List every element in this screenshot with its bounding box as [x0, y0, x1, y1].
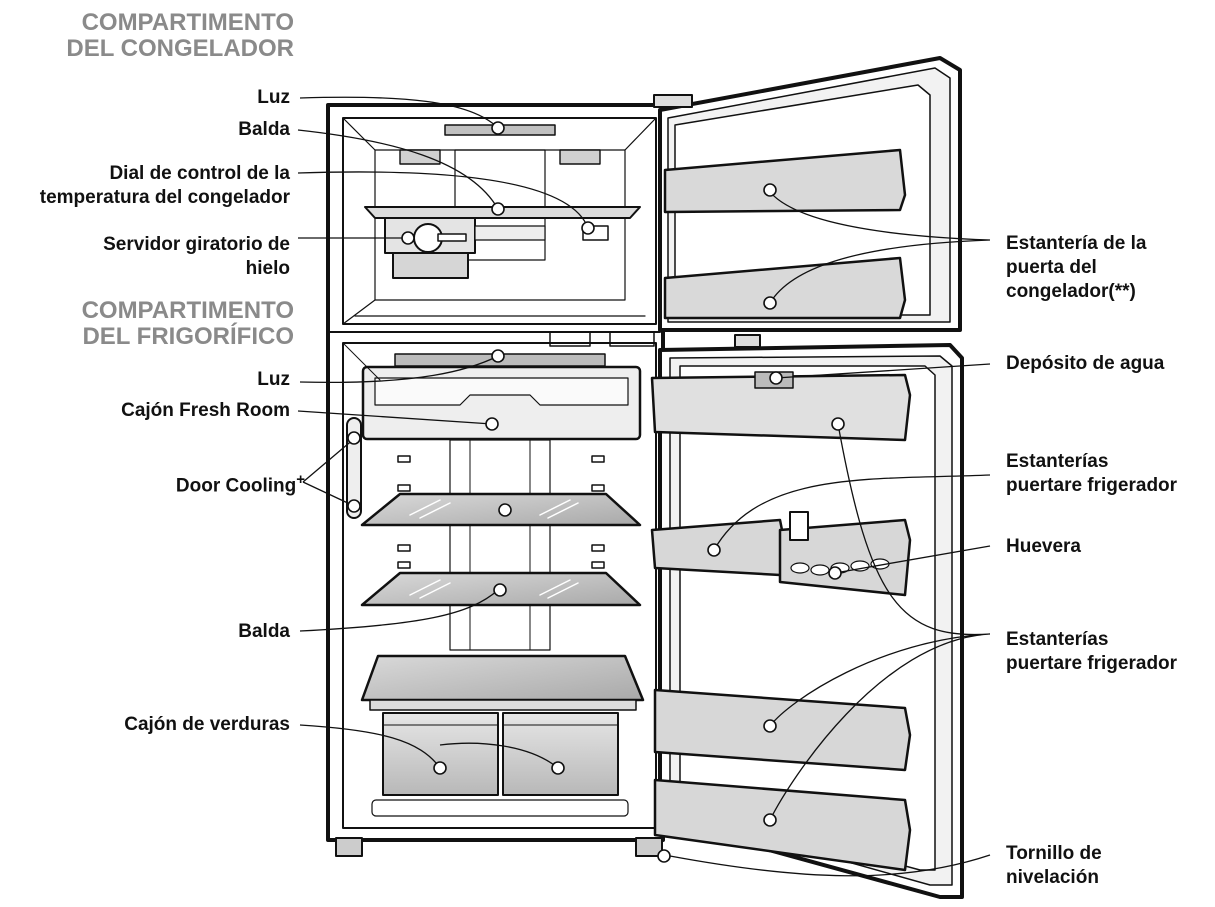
- label-door-cooling: Door Cooling+: [176, 468, 305, 498]
- label-estanteria-congelador-line-2: puerta del: [1006, 257, 1097, 278]
- fridge-section-line-2: DEL FRIGORÍFICO: [82, 323, 294, 350]
- label-servidor-hielo: Servidor giratorio de hielo: [103, 233, 290, 281]
- callout-markers: [347, 121, 845, 863]
- label-dial-line-1: Dial de control de la: [109, 163, 290, 184]
- label-estanteria-congelador-line-1: Estantería de la: [1006, 233, 1147, 254]
- leader-lines: [297, 96, 991, 877]
- label-estanterias-puerta-1: Estanterías puertare frigerador: [1006, 450, 1177, 498]
- label-tornillo-line-2: nivelación: [1006, 867, 1099, 888]
- label-huevera: Huevera: [1006, 536, 1081, 557]
- freezer-section-line-1: COMPARTIMENTO: [81, 9, 294, 36]
- fridge-section-line-1: COMPARTIMENTO: [81, 297, 294, 324]
- label-dial-line-2: temperatura del congelador: [39, 187, 290, 208]
- label-estanterias-2-line-2: puertare frigerador: [1006, 653, 1178, 674]
- label-deposito-agua: Depósito de agua: [1006, 353, 1165, 374]
- label-estanterias-2-line-1: Estanterías: [1006, 629, 1109, 650]
- label-servidor-line-2: hielo: [245, 258, 290, 279]
- label-balda-freezer: Balda: [238, 119, 290, 140]
- label-luz-freezer: Luz: [257, 87, 290, 108]
- freezer-section-line-2: DEL CONGELADOR: [66, 35, 294, 62]
- label-luz-fridge: Luz: [257, 369, 290, 390]
- label-tornillo-nivelacion: Tornillo de nivelación: [1006, 842, 1102, 890]
- label-tornillo-line-1: Tornillo de: [1006, 843, 1102, 864]
- label-estanterias-puerta-2: Estanterías puertare frigerador: [1006, 628, 1177, 676]
- cabinet: [326, 103, 665, 857]
- label-dial-control: Dial de control de la temperatura del co…: [40, 162, 290, 210]
- fridge-section-title: COMPARTIMENTO DEL FRIGORÍFICO: [82, 298, 294, 350]
- freezer-section-title: COMPARTIMENTO DEL CONGELADOR: [66, 10, 294, 62]
- freezer-door: [653, 56, 962, 332]
- label-estanteria-congelador-line-3: congelador(**): [1006, 281, 1136, 302]
- label-servidor-line-1: Servidor giratorio de: [103, 234, 290, 255]
- label-cajon-verduras: Cajón de verduras: [124, 714, 290, 735]
- label-door-cooling-plus: +: [296, 471, 305, 488]
- label-cajon-fresh-room: Cajón Fresh Room: [121, 400, 290, 421]
- label-balda-fridge: Balda: [238, 621, 290, 642]
- label-estanteria-congelador: Estantería de la puerta del congelador(*…: [1006, 232, 1146, 304]
- label-estanterias-1-line-2: puertare frigerador: [1006, 475, 1178, 496]
- label-estanterias-1-line-1: Estanterías: [1006, 451, 1109, 472]
- fridge-door: [650, 334, 964, 899]
- label-door-cooling-text: Door Cooling: [175, 475, 297, 497]
